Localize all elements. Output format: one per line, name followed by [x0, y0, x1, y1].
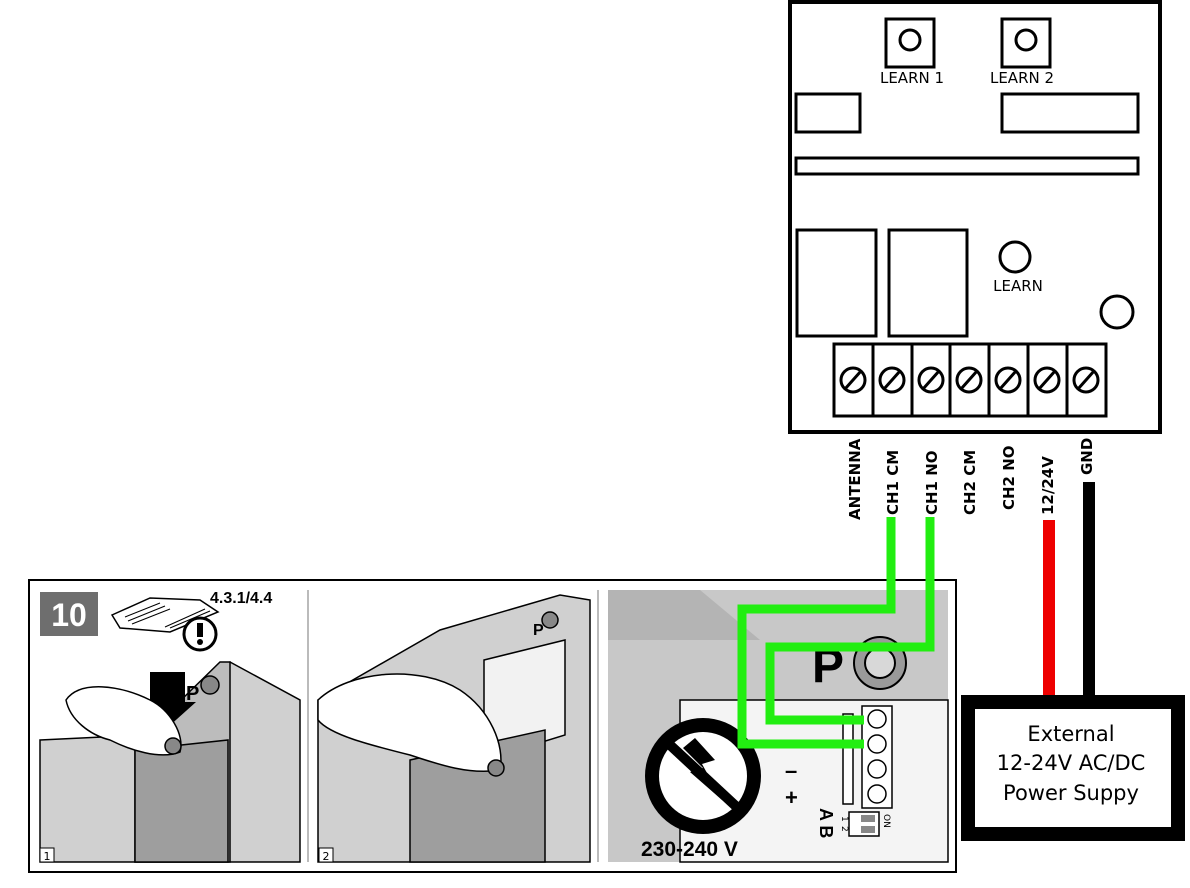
learn2-button	[1000, 17, 1052, 69]
green-wires	[737, 517, 935, 749]
terminal-label-ch1-cm: CH1 CM	[884, 450, 902, 515]
terminal-label-12-24v: 12/24V	[1039, 456, 1057, 515]
terminal-labels: ANTENNA CH1 CM CH1 NO CH2 CM CH2 NO 12/2…	[846, 438, 1096, 520]
mounting-hole	[1099, 294, 1135, 330]
receiver-board: LEARN 1 LEARN 2 LEARN	[788, 0, 1162, 434]
header-strip	[794, 156, 1140, 176]
ab-label: A B	[816, 808, 836, 838]
panel1-index: 1	[44, 850, 51, 863]
panel2-index: 2	[323, 850, 330, 863]
learn1-button	[884, 17, 936, 69]
hand-illustration	[65, 686, 182, 756]
hand-illustration	[317, 673, 505, 777]
terminal-label-ch1-no: CH1 NO	[923, 450, 941, 515]
p-letter-panel1: P	[186, 683, 199, 705]
plus-label: +	[785, 785, 798, 810]
instruction-panel-2: P 2	[317, 594, 591, 863]
power-supply-line1: External	[1027, 722, 1114, 746]
power-supply-box: External 12-24V AC/DC Power Suppy	[961, 695, 1185, 841]
relay-1	[795, 228, 878, 338]
dip-on-label: ON	[881, 814, 891, 828]
terminal-screw	[955, 366, 983, 394]
green-wire-ch1-no	[765, 517, 935, 725]
learn2-label: LEARN 2	[990, 69, 1054, 87]
power-supply-line2: 12-24V AC/DC	[997, 751, 1146, 775]
manual-book-icon	[110, 597, 220, 633]
learn-label: LEARN	[993, 277, 1043, 295]
relay-2	[887, 228, 969, 338]
terminal-label-antenna: ANTENNA	[846, 438, 864, 520]
minus-label: –	[785, 758, 797, 783]
warning-icon	[182, 616, 218, 652]
terminal-screw	[1033, 366, 1061, 394]
reference-label: 4.3.1/4.4	[210, 590, 272, 607]
terminal-screw	[839, 366, 867, 394]
learn1-label: LEARN 1	[880, 69, 944, 87]
power-supply-line3: Power Suppy	[1003, 781, 1139, 805]
step-number: 10	[51, 597, 87, 633]
terminal-screw	[1072, 366, 1100, 394]
dip-switch	[848, 811, 880, 837]
dip-1-label: 1	[839, 816, 849, 822]
terminal-label-ch2-no: CH2 NO	[1000, 445, 1018, 510]
terminal-label-gnd: GND	[1078, 438, 1096, 475]
terminal-screw	[917, 366, 945, 394]
chip-right	[1000, 92, 1140, 134]
p-letter-panel2: P	[533, 622, 544, 639]
green-wire-ch1-cm	[737, 517, 896, 749]
instruction-panel-1: P 10 4.3.1/4.4	[39, 590, 301, 863]
terminal-strip-panel3	[842, 705, 893, 809]
terminal-block	[832, 342, 1108, 418]
terminal-label-ch2-cm: CH2 CM	[961, 450, 979, 515]
high-voltage-warning-icon	[645, 718, 761, 834]
instruction-panel-3: P 230-240 V – + A B	[608, 590, 949, 863]
step-badge	[40, 592, 98, 636]
learn-button	[998, 240, 1032, 274]
voltage-label: 230-240 V	[641, 838, 738, 861]
terminal-screw	[994, 366, 1022, 394]
instruction-illustration: P 10 4.3.1/4.4	[28, 579, 957, 873]
dip-2-label: 2	[839, 826, 849, 832]
terminal-screw	[878, 366, 906, 394]
chip-left	[794, 92, 862, 134]
